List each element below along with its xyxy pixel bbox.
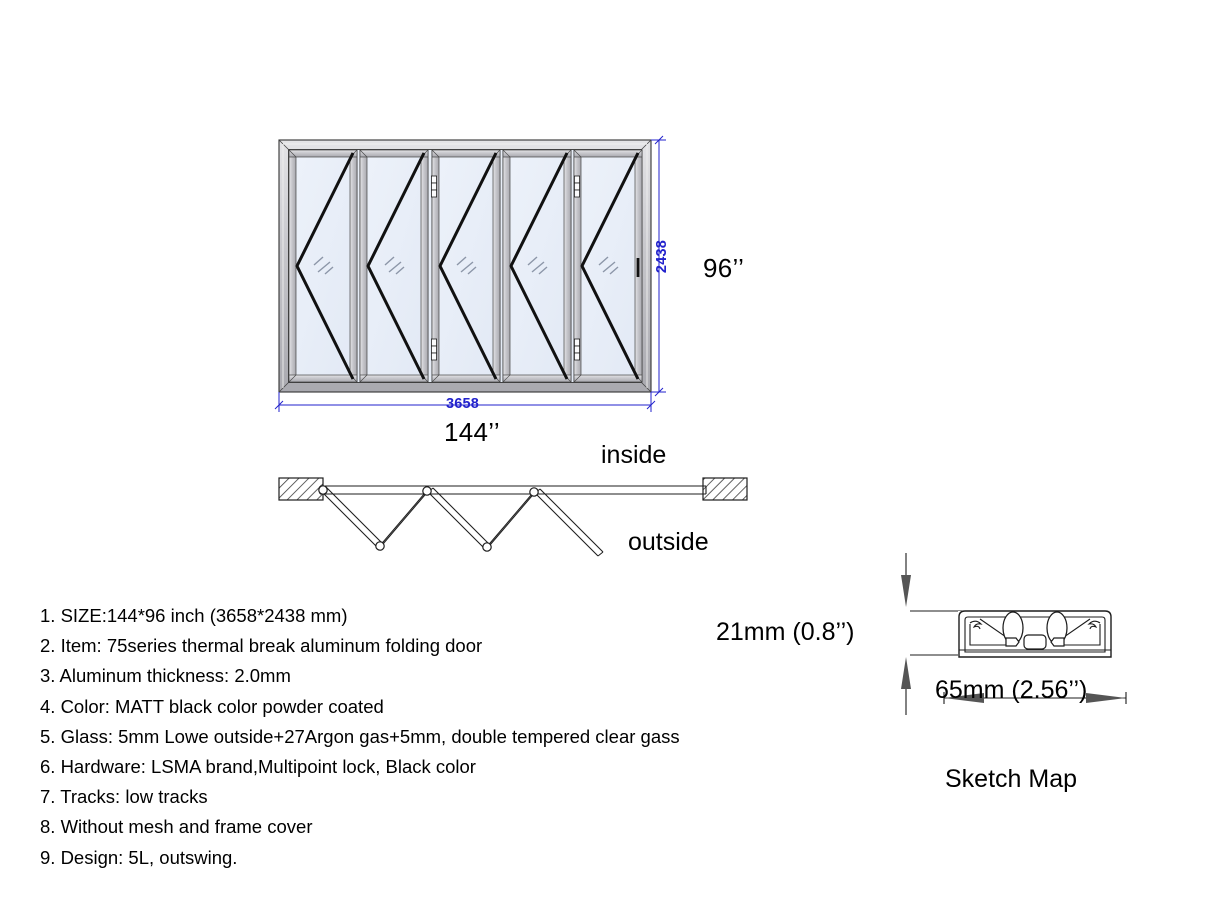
aluminum-profile-outline	[958, 610, 1112, 658]
label-profile-width: 65mm (2.56’’)	[935, 676, 1088, 704]
dimension-width-inch: 144’’	[444, 417, 500, 447]
glass-reflection-1	[313, 256, 334, 275]
spec-item-6: 6. Hardware: LSMA brand,Multipoint lock,…	[40, 755, 476, 777]
thermal-break-detail	[1005, 634, 1065, 650]
dimension-width-mm: 3658	[446, 396, 480, 412]
door-elevation-view	[274, 135, 666, 412]
dimension-line-width	[274, 392, 656, 412]
door-panel-5	[573, 149, 643, 383]
door-plan-view	[278, 477, 748, 557]
folding-leaves	[320, 486, 604, 557]
door-panel-1	[288, 149, 358, 383]
track-rail	[319, 485, 707, 495]
pivot-fold-1	[375, 541, 385, 551]
spec-item-8: 8. Without mesh and frame cover	[40, 816, 313, 838]
spec-item-7: 7. Tracks: low tracks	[40, 786, 208, 808]
dimension-height-inch: 96’’	[703, 253, 745, 283]
glass-reflection-5	[598, 256, 619, 275]
hinge-group-mullion-2	[430, 175, 437, 361]
glass-reflection-3	[456, 256, 477, 275]
wall-block-right	[702, 477, 748, 501]
swing-indicator-5	[580, 152, 640, 380]
pivot-wall	[318, 485, 328, 495]
spec-item-1: 1. SIZE:144*96 inch (3658*2438 mm)	[40, 605, 348, 626]
dimension-profile-width	[943, 692, 1127, 704]
label-outside: outside	[628, 528, 709, 556]
label-inside: inside	[601, 441, 667, 469]
pivot-track-1	[422, 486, 432, 496]
spec-item-4: 4. Color: MATT black color powder coated	[40, 695, 384, 717]
door-handle-icon	[636, 258, 640, 277]
door-panel-2	[359, 149, 429, 383]
spec-item-3: 3. Aluminum thickness: 2.0mm	[40, 665, 291, 687]
sketch-map-title: Sketch Map	[945, 765, 1078, 793]
door-panel-3	[431, 149, 501, 383]
label-profile-height: 21mm (0.8’’)	[716, 618, 855, 646]
door-panel-4	[502, 149, 572, 383]
swing-indicator-4	[509, 152, 569, 380]
dimension-line-height	[651, 135, 666, 397]
glass-reflection-4	[527, 256, 548, 275]
pivot-fold-2	[482, 542, 492, 552]
profile-gaskets	[1002, 611, 1068, 645]
wall-block-left	[278, 477, 324, 501]
dimension-height-mm: 2438	[654, 240, 670, 274]
dimension-profile-height	[901, 553, 966, 715]
hinge-group-mullion-4	[574, 175, 581, 361]
pivot-track-2	[529, 487, 539, 497]
pivot-points	[318, 485, 539, 552]
spec-item-2: 2. Item: 75series thermal break aluminum…	[40, 635, 483, 657]
swing-indicator-3	[438, 152, 498, 380]
spec-item-9: 9. Design: 5L, outswing.	[40, 846, 238, 868]
specification-list: 1. SIZE:144*96 inch (3658*2438 mm) 2. It…	[40, 601, 800, 873]
swing-indicator-1	[295, 152, 355, 380]
spec-item-5: 5. Glass: 5mm Lowe outside+27Argon gas+5…	[40, 725, 680, 747]
swing-indicator-2	[366, 152, 426, 380]
glass-reflection-2	[384, 256, 405, 275]
profile-section-sketch	[901, 553, 1127, 715]
